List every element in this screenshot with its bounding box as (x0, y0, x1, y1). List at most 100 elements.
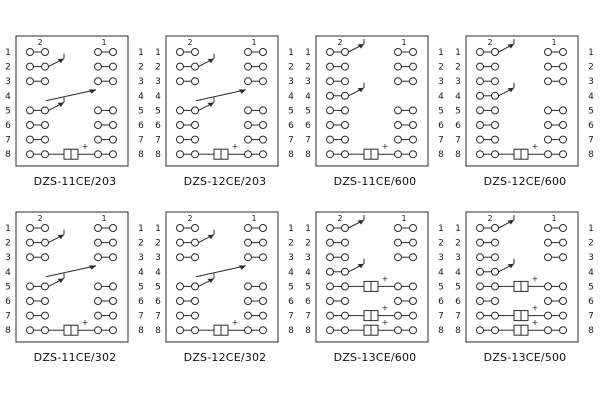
terminal-number-left: 7 (155, 312, 161, 322)
terminal-circle (259, 135, 267, 144)
terminal-circle (559, 48, 567, 56)
terminal-circle (559, 121, 567, 129)
terminal-number-left: 5 (155, 106, 161, 116)
terminal-number-right: 6 (288, 297, 294, 307)
group-label-right: 1 (401, 38, 406, 47)
terminal-number-left: 4 (5, 268, 11, 278)
terminal-number-left: 1 (5, 224, 11, 234)
terminal-number-right: 7 (438, 312, 444, 322)
terminal-number-right: 6 (138, 121, 144, 131)
terminal-circle (244, 238, 252, 247)
terminal-number-right: 1 (588, 224, 594, 234)
contact-arrow (507, 220, 514, 225)
terminal-number-right: 4 (588, 92, 594, 102)
terminal-number-right: 7 (138, 312, 144, 322)
terminal-circle (326, 121, 334, 129)
terminal-number-left: 4 (5, 92, 11, 102)
terminal-circle (491, 311, 499, 320)
terminal-circle (244, 253, 252, 262)
terminal-number-right: 4 (138, 268, 144, 278)
terminal-circle (326, 253, 334, 262)
terminal-circle (94, 282, 102, 291)
terminal-circle (326, 282, 334, 291)
group-label-left: 2 (337, 214, 342, 223)
terminal-circle (41, 297, 49, 305)
terminal-circle (544, 282, 552, 291)
terminal-circle (176, 311, 184, 320)
terminal-circle (176, 135, 184, 144)
terminal-circle (476, 224, 484, 232)
terminal-circle (259, 326, 267, 335)
terminal-circle (476, 238, 484, 247)
contact-arrow (357, 263, 364, 269)
terminal-number-left: 7 (305, 312, 311, 322)
terminal-number-left: 1 (455, 48, 461, 58)
terminal-circle (409, 150, 417, 159)
terminal-circle (41, 48, 49, 56)
terminal-circle (409, 326, 417, 335)
terminal-circle (544, 121, 552, 129)
terminal-circle (326, 91, 334, 100)
terminal-number-right: 1 (438, 224, 444, 234)
terminal-number-left: 1 (155, 48, 161, 58)
terminal-circle (109, 106, 117, 115)
terminal-number-right: 4 (288, 92, 294, 102)
terminal-circle (341, 91, 349, 100)
terminal-circle (409, 253, 417, 262)
terminal-number-left: 5 (155, 282, 161, 292)
terminal-number-right: 5 (588, 106, 594, 116)
terminal-circle (191, 48, 199, 56)
terminal-circle (559, 253, 567, 262)
contact-arrow (207, 278, 214, 283)
terminal-number-right: 2 (288, 239, 294, 249)
terminal-circle (94, 238, 102, 247)
terminal-circle (409, 135, 417, 144)
terminal-number-right: 5 (588, 282, 594, 292)
terminal-circle (176, 121, 184, 129)
panel-border (15, 211, 129, 343)
terminal-circle (491, 282, 499, 291)
terminal-circle (341, 311, 349, 320)
terminal-circle (491, 91, 499, 100)
terminal-number-right: 1 (288, 48, 294, 58)
terminal-circle (191, 224, 199, 232)
group-label-right: 1 (101, 38, 106, 47)
terminal-number-left: 3 (5, 77, 11, 87)
terminal-circle (491, 106, 499, 115)
terminal-circle (476, 311, 484, 320)
terminal-number-left: 8 (455, 150, 461, 160)
panel-border (165, 211, 279, 343)
diagram-model-label: DZS-12CE/203 (183, 175, 267, 188)
terminal-circle (94, 48, 102, 56)
terminal-circle (259, 282, 267, 291)
terminal-circle (176, 238, 184, 247)
contact-arrow (207, 234, 214, 240)
group-label-right: 1 (551, 38, 556, 47)
terminal-circle (476, 121, 484, 129)
terminal-circle (41, 326, 49, 335)
group-label-left: 2 (37, 38, 42, 47)
terminal-circle (176, 150, 184, 159)
terminal-circle (491, 267, 499, 276)
terminal-circle (559, 326, 567, 335)
terminal-circle (326, 48, 334, 56)
terminal-number-right: 4 (138, 92, 144, 102)
terminal-circle (476, 150, 484, 159)
panel-border (315, 211, 429, 343)
terminal-number-right: 4 (588, 268, 594, 278)
terminal-number-right: 7 (588, 312, 594, 322)
terminal-number-left: 2 (5, 63, 11, 73)
terminal-number-left: 5 (455, 282, 461, 292)
terminal-circle (544, 106, 552, 115)
terminal-circle (409, 311, 417, 320)
diagram-model-label: DZS-12CE/600 (483, 175, 567, 188)
terminal-circle (326, 150, 334, 159)
terminal-circle (41, 77, 49, 86)
terminal-number-left: 6 (5, 297, 11, 307)
contact-arrow (89, 265, 96, 270)
terminal-number-left: 8 (5, 150, 11, 160)
polarity-plus: + (532, 142, 539, 151)
